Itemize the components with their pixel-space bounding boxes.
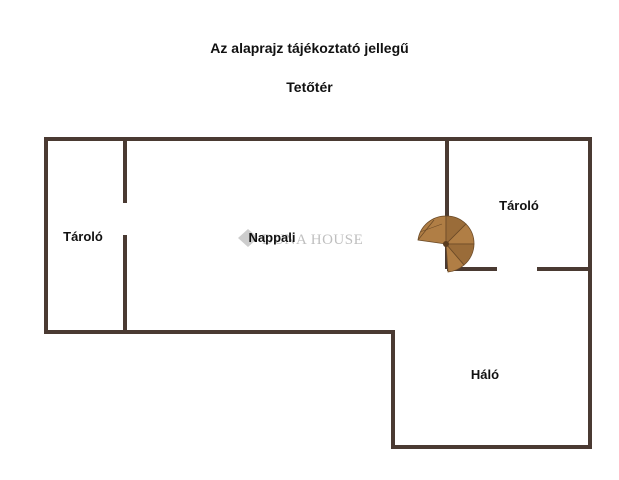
outer-wall (44, 137, 592, 449)
watermark-logo-icon (238, 229, 258, 247)
floor-name: Tetőtér (286, 79, 333, 95)
room-label-living: Nappali (249, 230, 296, 245)
room-label-left-storage: Tároló (63, 229, 103, 244)
watermark: DUNA HOUSE (238, 229, 363, 248)
room-label-bedroom: Háló (471, 367, 499, 382)
spiral-staircase (417, 215, 475, 273)
watermark-text: DUNA HOUSE (262, 232, 363, 248)
plan-disclaimer-title: Az alaprajz tájékoztató jellegű (210, 40, 409, 56)
room-label-right-storage: Tároló (499, 198, 539, 213)
